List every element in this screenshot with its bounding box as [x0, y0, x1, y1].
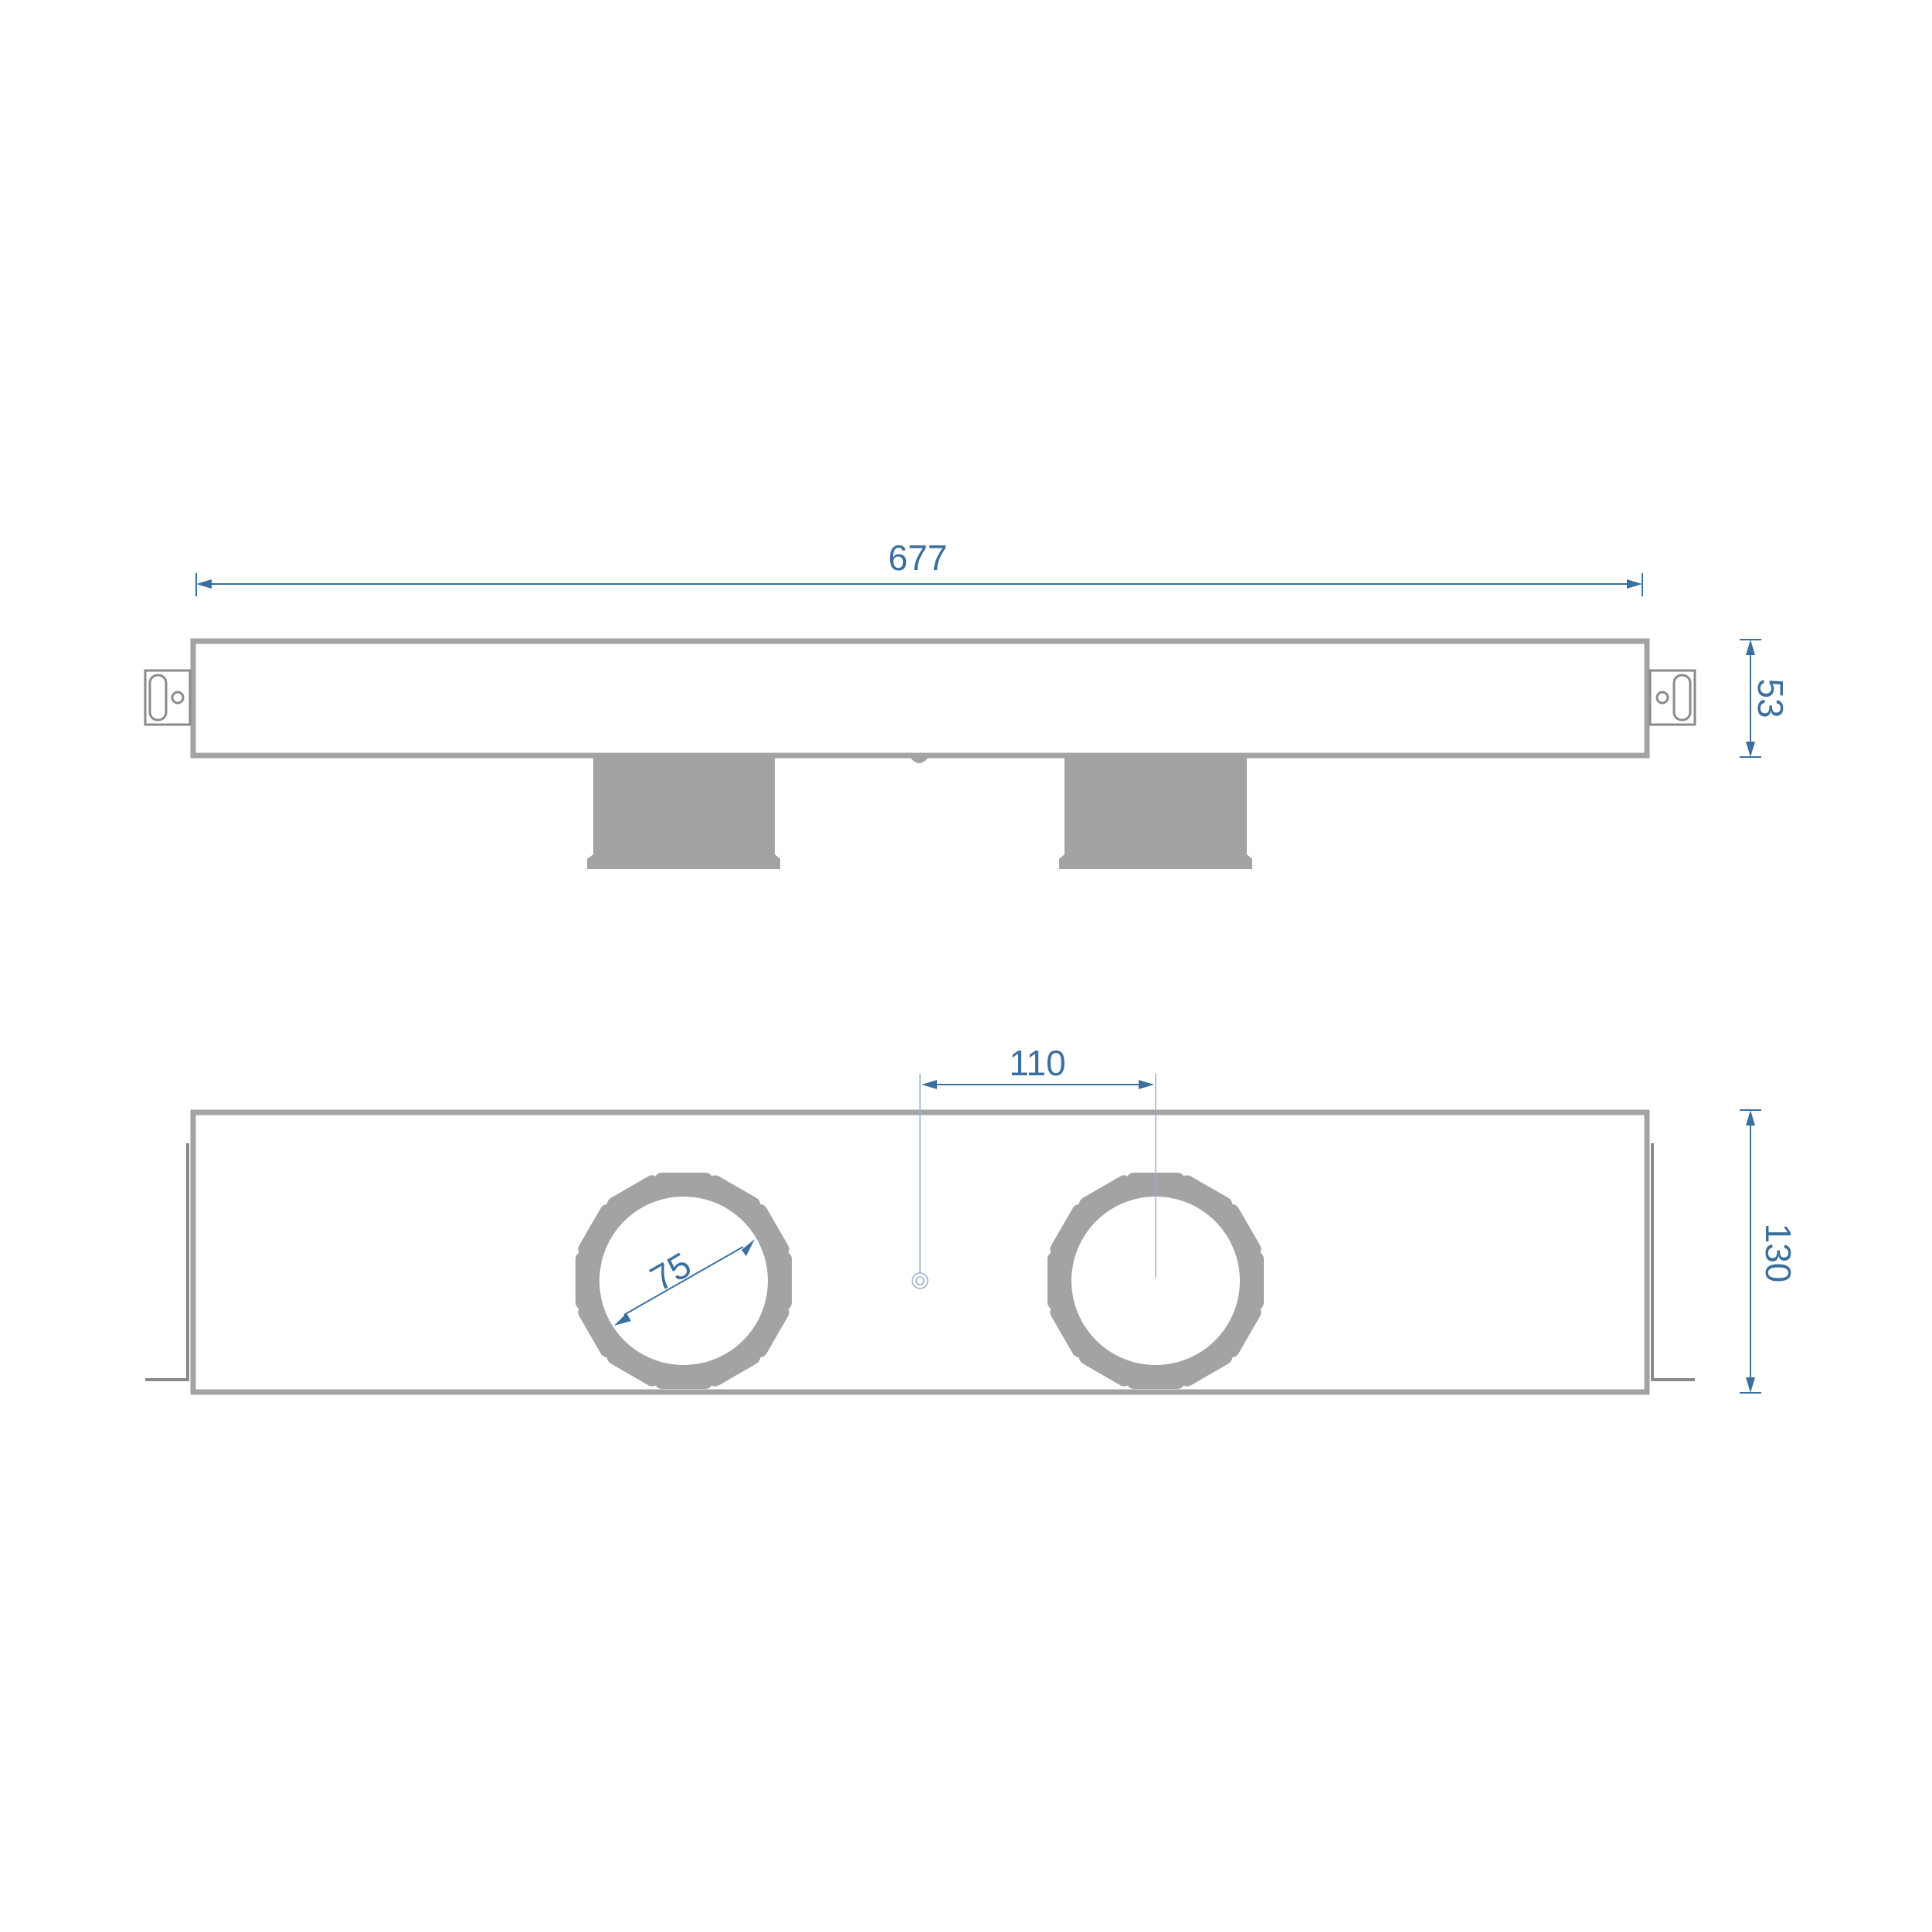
left-mounting-bracket: [144, 669, 192, 726]
height-label: 130: [1758, 1224, 1798, 1283]
depth-label: 53: [1750, 678, 1791, 718]
right-outlet-ring: [1047, 1173, 1264, 1389]
right-mounting-bracket: [1648, 669, 1696, 726]
center-spacing-dimension: 110: [919, 1043, 1156, 1278]
length-label: 677: [888, 538, 948, 578]
top-view: 677 53: [144, 538, 1791, 869]
center-spacing-label: 110: [1009, 1043, 1065, 1083]
height-dimension: 130: [1740, 1109, 1798, 1394]
left-flange: [145, 1143, 189, 1381]
left-outlet-spigot: [587, 758, 780, 869]
top-view-channel-body: [190, 638, 1650, 759]
right-flange: [1651, 1143, 1695, 1381]
length-dimension: 677: [195, 538, 1643, 596]
right-outlet-spigot: [1059, 758, 1252, 869]
depth-dimension: 53: [1740, 639, 1791, 758]
front-view: 110 75 130: [145, 1043, 1798, 1395]
top-view-center-nub: [910, 757, 929, 763]
center-marker: [912, 1272, 929, 1289]
